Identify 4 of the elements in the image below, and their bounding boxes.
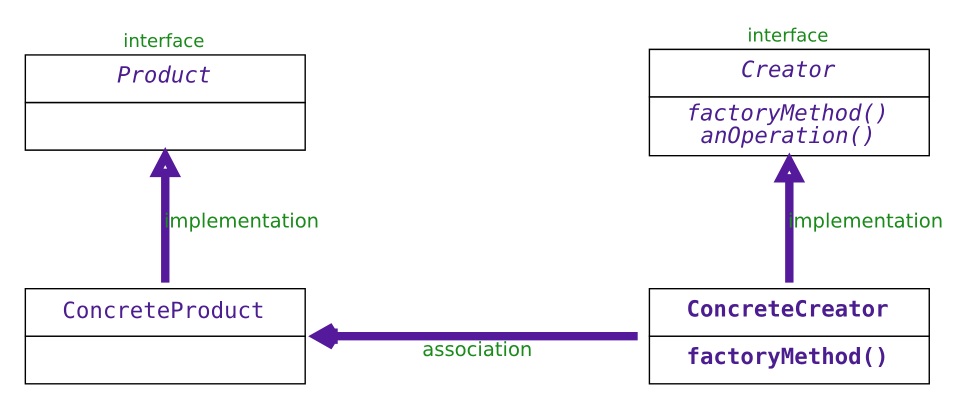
arrow — [774, 152, 806, 283]
node-label: interface — [123, 31, 204, 52]
arrow — [150, 147, 182, 283]
node-label: interface — [747, 26, 828, 47]
